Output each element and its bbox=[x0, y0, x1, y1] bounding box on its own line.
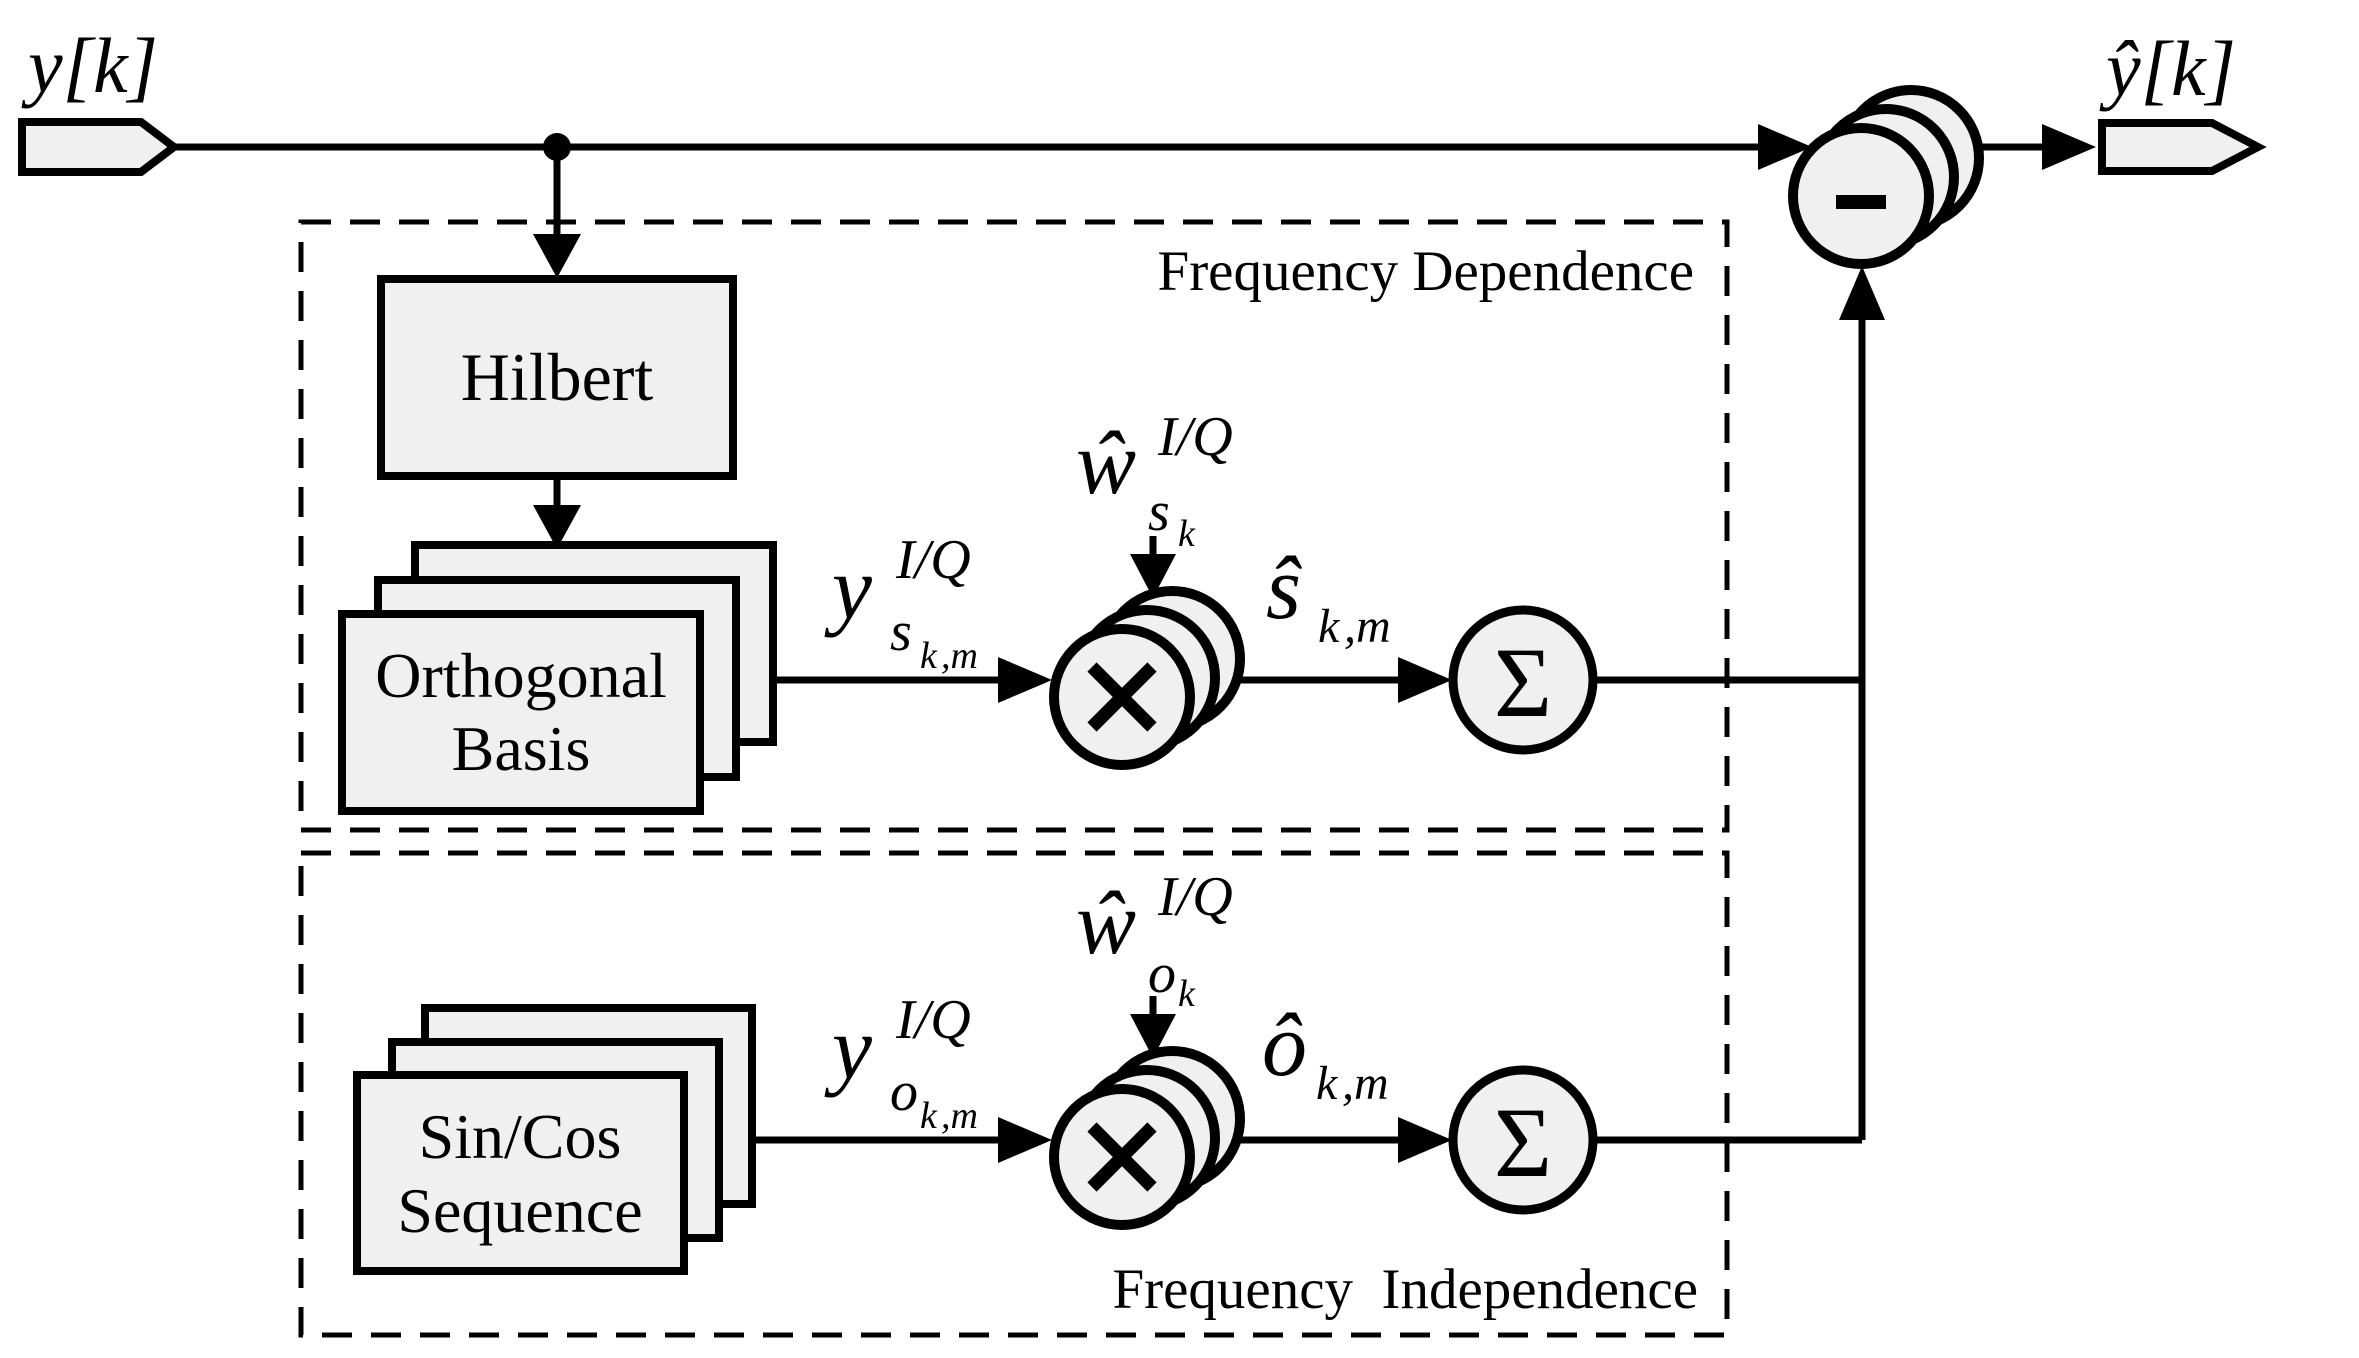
y-o-sub: o bbox=[890, 1061, 918, 1123]
w-o-subsub: k bbox=[1178, 973, 1196, 1015]
multiply-icon bbox=[1087, 1122, 1157, 1192]
hilbert-block: Hilbert bbox=[377, 275, 737, 480]
o-hat-sub: k bbox=[1316, 1057, 1339, 1110]
w-s-sup: I/Q bbox=[1157, 406, 1233, 468]
s-hat-tail: ,m bbox=[1344, 600, 1391, 653]
w-o-sub: o bbox=[1148, 943, 1176, 1005]
sum-bottom-sigma: Σ bbox=[1494, 1087, 1552, 1198]
label-y-o: y I/Q o k ,m bbox=[824, 989, 978, 1137]
multiplier-node-bottom bbox=[1049, 1046, 1245, 1230]
orthogonal-basis-label-line1: Orthogonal bbox=[375, 640, 667, 711]
subtractor-node bbox=[1788, 85, 1984, 269]
sum-top-circle bbox=[1448, 605, 1598, 755]
arrowhead-into-basis-stack bbox=[533, 505, 581, 549]
arrowhead-into-subtractor-bottom bbox=[1839, 266, 1885, 320]
w-s-base: ŵ bbox=[1076, 414, 1136, 513]
sum-bottom-circle bbox=[1448, 1065, 1598, 1215]
y-s-subsub: k bbox=[920, 635, 938, 677]
arrowhead-weight-top bbox=[1130, 554, 1176, 598]
w-s-sub: s bbox=[1148, 481, 1170, 543]
w-s-subsub: k bbox=[1178, 513, 1196, 555]
w-o-base: ŵ bbox=[1076, 874, 1136, 973]
arrowhead-into-output bbox=[2042, 124, 2096, 170]
y-o-tail: ,m bbox=[941, 1095, 978, 1137]
sincos-stack-layer-front bbox=[353, 1071, 688, 1275]
arrowhead-into-subtractor bbox=[1758, 124, 1812, 170]
wires bbox=[173, 124, 2096, 1163]
label-y-s: y I/Q s k ,m bbox=[824, 529, 978, 677]
y-o-sup: I/Q bbox=[895, 989, 971, 1051]
sum-node-bottom: Σ bbox=[1448, 1065, 1598, 1215]
s-hat-sub: k bbox=[1318, 600, 1341, 653]
o-hat-base: ô bbox=[1262, 996, 1307, 1095]
label-w-s: ŵ I/Q s k bbox=[1076, 406, 1233, 555]
arrowhead-into-multiplier-bottom bbox=[998, 1117, 1052, 1163]
input-port-connector bbox=[18, 118, 181, 176]
frequency-independence-title: Frequency Independence bbox=[1112, 1258, 1698, 1321]
sum-top-sigma: Σ bbox=[1494, 627, 1552, 738]
sincos-sequence-stack: Sin/Cos Sequence bbox=[353, 1004, 756, 1275]
s-hat-base: ŝ bbox=[1266, 539, 1302, 638]
arrowhead-into-hilbert bbox=[533, 234, 581, 278]
label-w-o: ŵ I/Q o k bbox=[1076, 866, 1233, 1015]
sum-node-top: Σ bbox=[1448, 605, 1598, 755]
arrowhead-into-multiplier-top bbox=[998, 657, 1052, 703]
hilbert-label: Hilbert bbox=[461, 339, 654, 415]
arrowhead-into-sum-top bbox=[1398, 657, 1452, 703]
weight-arrows bbox=[1130, 536, 1176, 1058]
multiplier-node-top bbox=[1049, 586, 1245, 770]
y-o-subsub: k bbox=[920, 1095, 938, 1137]
arrowhead-weight-bottom bbox=[1130, 1014, 1176, 1058]
frequency-independence-region-box bbox=[298, 850, 1730, 1338]
output-port-connector bbox=[2098, 119, 2267, 175]
input-signal-label: y[k] bbox=[21, 22, 158, 109]
frequency-dependence-region-box bbox=[298, 219, 1730, 833]
hilbert-box bbox=[377, 275, 737, 480]
signal-tap-junction-dot bbox=[543, 133, 571, 161]
sincos-label-line1: Sin/Cos bbox=[419, 1101, 622, 1172]
basis-stack-layer-front bbox=[338, 610, 704, 815]
y-s-sub: s bbox=[890, 601, 912, 663]
y-s-base: y bbox=[824, 539, 872, 638]
sincos-label-line2: Sequence bbox=[397, 1175, 642, 1246]
orthogonal-basis-stack: Orthogonal Basis bbox=[338, 541, 777, 815]
y-o-base: y bbox=[824, 999, 872, 1098]
o-hat-tail: ,m bbox=[1342, 1057, 1389, 1110]
y-s-sup: I/Q bbox=[895, 529, 971, 591]
label-o-hat: ô k ,m bbox=[1262, 996, 1389, 1110]
label-s-hat: ŝ k ,m bbox=[1266, 539, 1391, 653]
frequency-dependence-title: Frequency Dependence bbox=[1158, 240, 1695, 303]
w-o-sup: I/Q bbox=[1157, 866, 1233, 928]
output-signal-label: ŷ[k] bbox=[2099, 25, 2236, 112]
y-s-tail: ,m bbox=[941, 635, 978, 677]
multiply-icon bbox=[1087, 662, 1157, 732]
orthogonal-basis-label-line2: Basis bbox=[452, 713, 591, 784]
arrowhead-into-sum-bottom bbox=[1398, 1117, 1452, 1163]
